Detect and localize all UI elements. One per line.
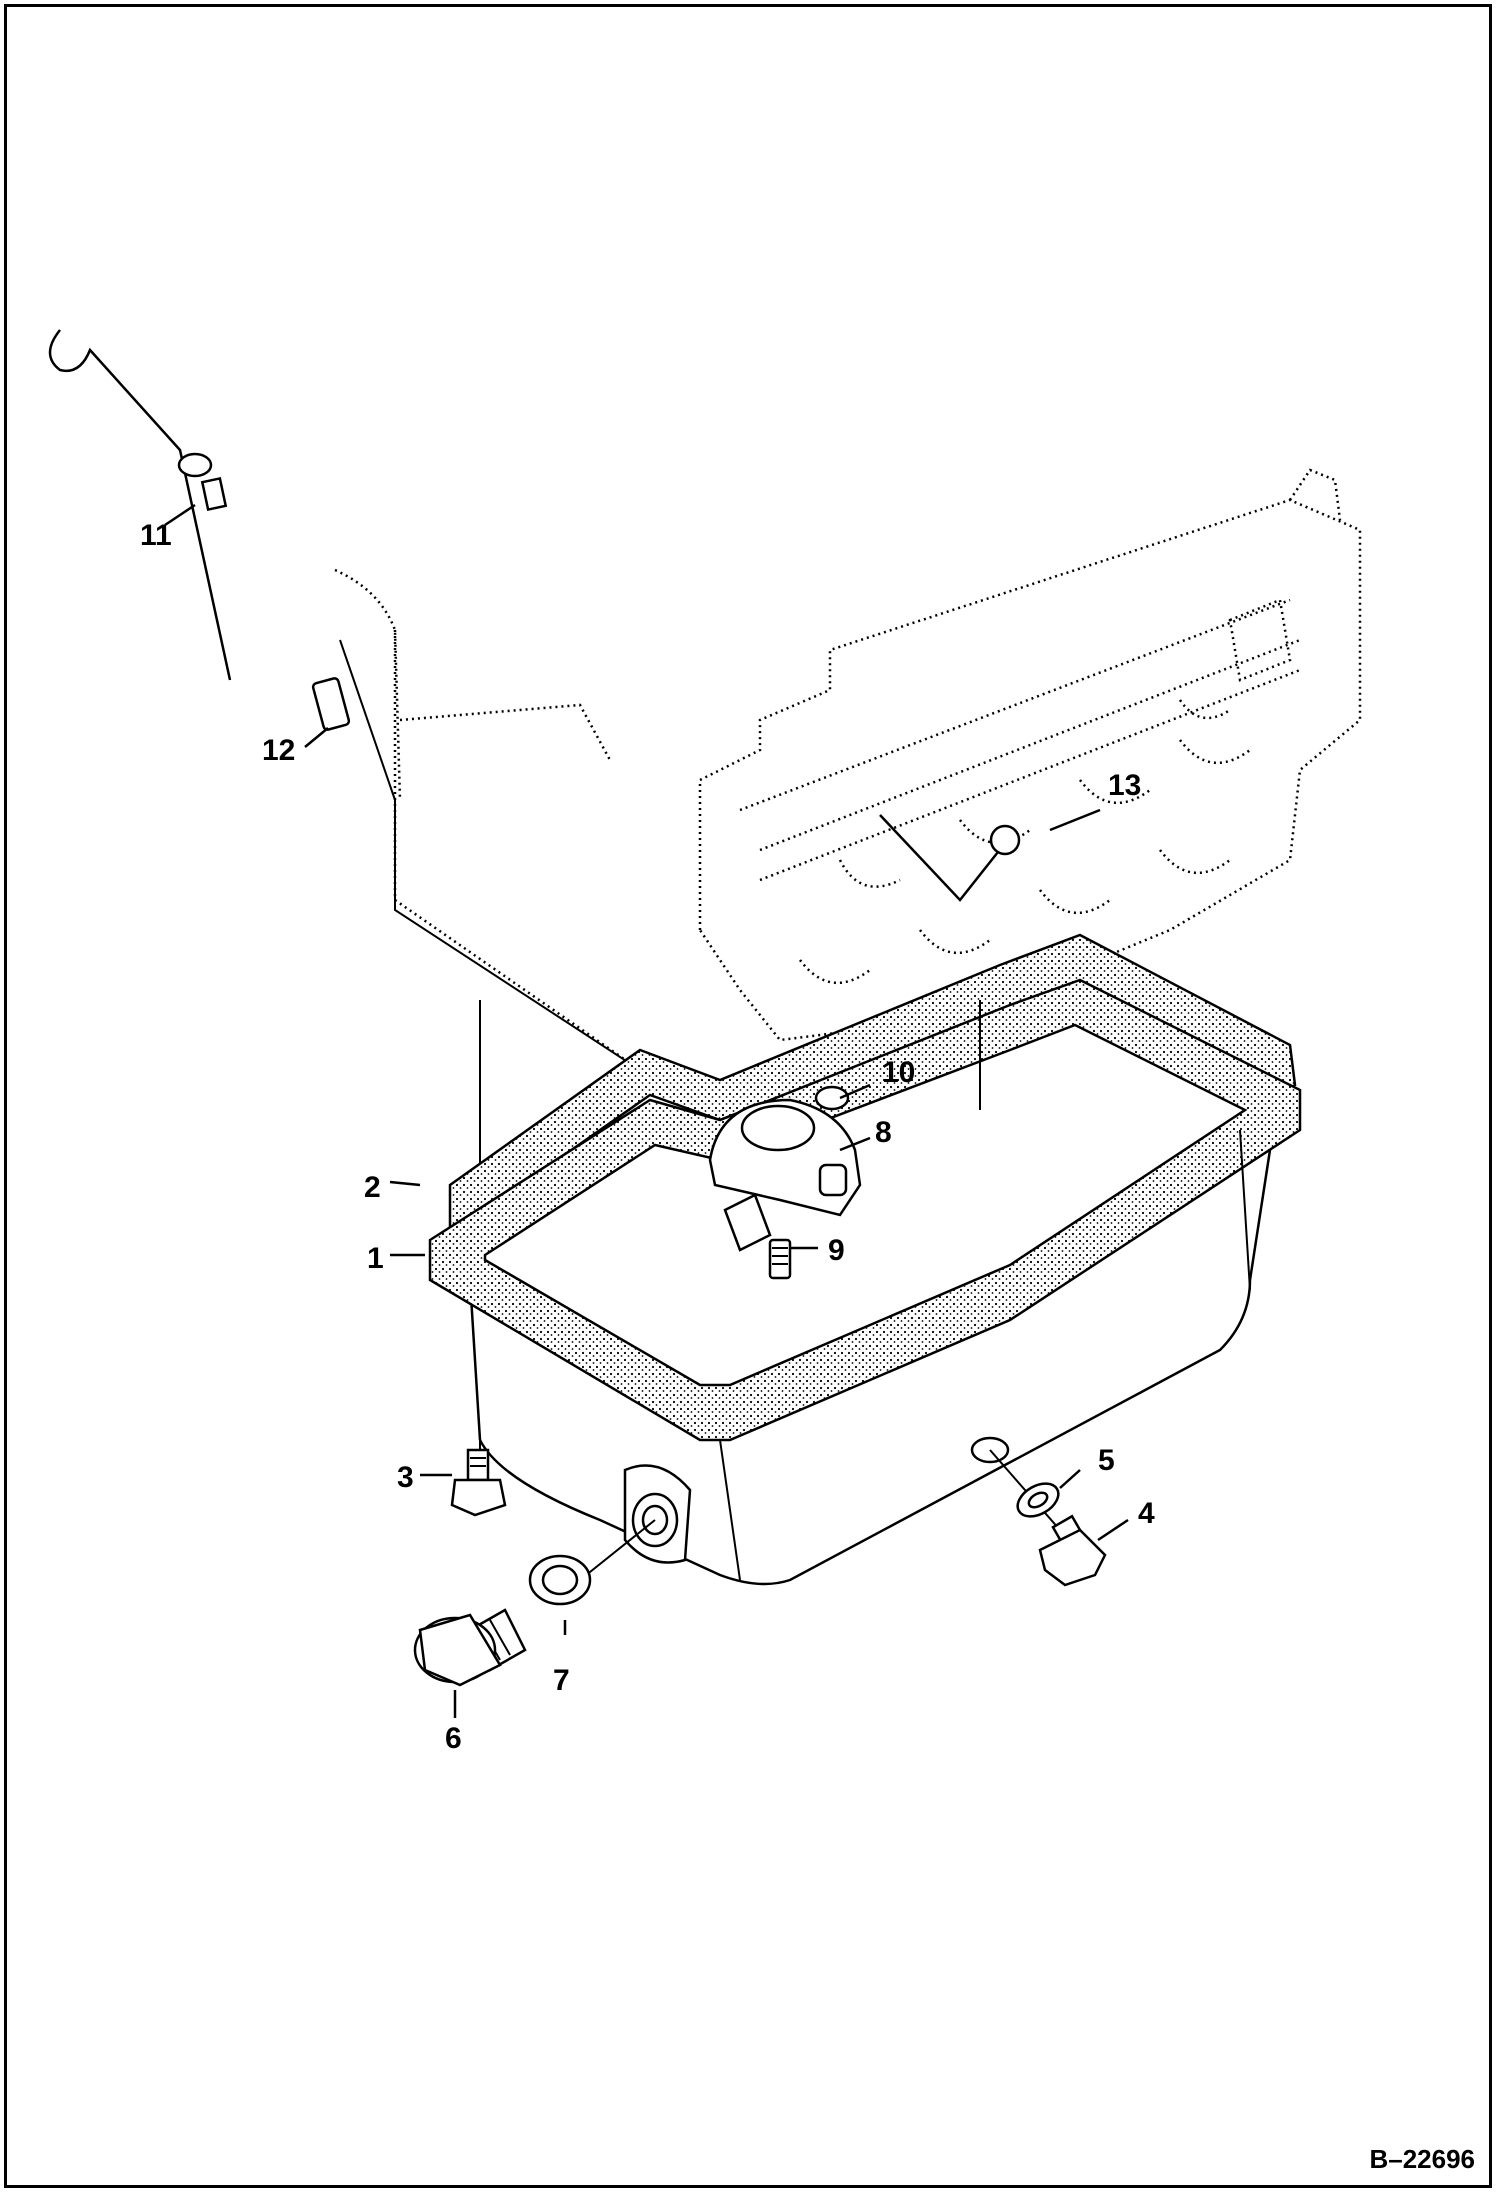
callout-13: 13 (1108, 769, 1141, 802)
screw-icon (879, 814, 1021, 902)
callout-10: 10 (882, 1056, 915, 1089)
callout-7: 7 (553, 1664, 570, 1697)
large-drain-plug-icon (413, 1608, 527, 1687)
large-washer-icon (528, 1554, 592, 1606)
bolt-icon (450, 1448, 507, 1517)
leader-lines (164, 503, 1129, 1718)
callout-1: 1 (367, 1242, 384, 1275)
callout-11: 11 (140, 519, 172, 552)
callout-labels: 11 12 13 10 8 9 2 1 3 5 4 7 6 (140, 519, 1155, 1755)
callout-12: 12 (262, 734, 295, 767)
oil-pan-icon (428, 978, 1302, 1586)
callout-6: 6 (445, 1722, 462, 1755)
callout-2: 2 (364, 1171, 381, 1204)
dipstick-guide-icon (311, 677, 351, 731)
callout-3: 3 (397, 1461, 414, 1494)
oil-strainer-icon (708, 1098, 862, 1217)
figure-reference-code: B–22696 (1369, 2144, 1475, 2174)
washer-icon (1016, 1482, 1060, 1518)
dipstick-icon (48, 329, 232, 681)
callout-5: 5 (1098, 1444, 1115, 1477)
o-ring-icon (814, 1085, 850, 1111)
drain-port-icon (579, 1436, 1061, 1581)
drain-plug-icon (1038, 1514, 1107, 1587)
strainer-bolt-icon (723, 1193, 792, 1280)
callout-4: 4 (1138, 1497, 1155, 1530)
dipstick-guide-line (339, 639, 396, 801)
callout-8: 8 (875, 1116, 892, 1149)
engine-block-outline-icon (698, 468, 1362, 1042)
callout-9: 9 (828, 1234, 845, 1267)
